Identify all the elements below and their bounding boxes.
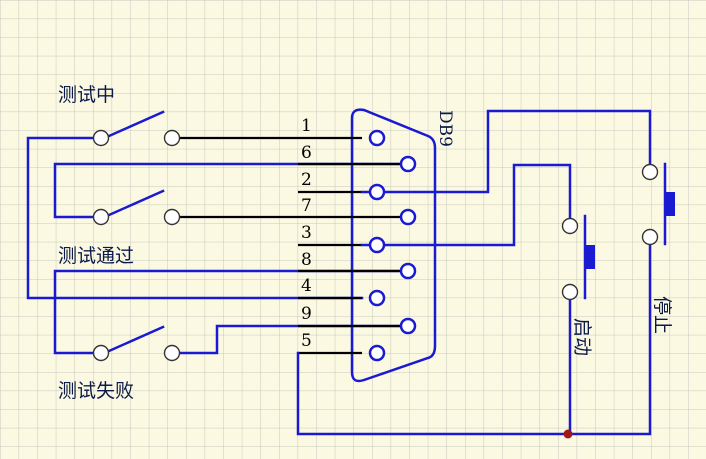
pin-label: 9 — [301, 304, 312, 324]
db9-connector-body — [350, 108, 437, 383]
label-passed: 测试通过 — [58, 245, 134, 267]
pin-label: 1 — [301, 116, 312, 136]
pin-label: 8 — [301, 250, 312, 270]
pin-label: 4 — [301, 276, 312, 296]
switch-failed — [92, 325, 181, 362]
label-testing: 测试中 — [58, 84, 115, 106]
wire-failed-to-pin8 — [53, 269, 402, 355]
connector-title: DB9 — [435, 110, 455, 147]
db9-pins — [368, 129, 417, 362]
db9-pin-8 — [399, 262, 417, 280]
pin-label: 3 — [301, 223, 312, 243]
label-failed: 测试失败 — [58, 380, 134, 402]
pin-label: 2 — [301, 170, 312, 190]
wire-pin2-to-stop — [360, 109, 652, 194]
db9-pin-2 — [368, 183, 386, 201]
wire-testing-to-pin4 — [26, 136, 364, 300]
db9-pin-6 — [399, 155, 417, 173]
switch-testing — [92, 110, 181, 147]
wire-pin3-to-start — [360, 163, 572, 247]
db9-pin-7 — [399, 208, 417, 226]
wire-common-return — [296, 235, 652, 436]
label-stop: 停止 — [651, 296, 673, 334]
stop-button — [641, 162, 675, 246]
switch-passed — [92, 189, 181, 226]
label-start: 启动 — [571, 318, 593, 356]
db9-pin-3 — [368, 236, 386, 254]
start-button — [561, 214, 595, 301]
db9-pin-5 — [368, 344, 386, 362]
wire-passed-to-pin6 — [53, 162, 402, 219]
db9-pin-4 — [368, 289, 386, 307]
junction-dot — [563, 429, 573, 439]
pin-label: 7 — [301, 196, 312, 216]
pin-label: 6 — [301, 143, 312, 163]
db9-pin-9 — [399, 317, 417, 335]
db9-pin-1 — [368, 129, 386, 147]
pin-label: 5 — [301, 331, 312, 351]
